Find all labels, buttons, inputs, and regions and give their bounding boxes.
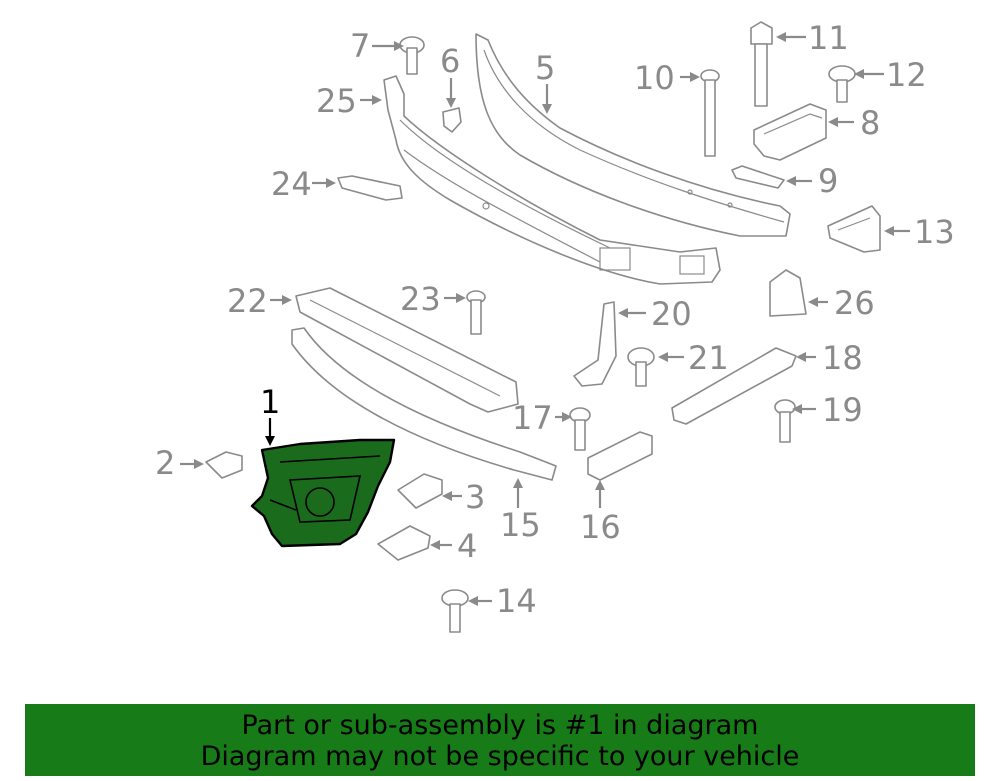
- label-part-7: 7: [350, 27, 370, 65]
- label-part-2: 2: [155, 444, 175, 482]
- part-23-bolt: [466, 290, 486, 335]
- label-part-1: 1: [260, 383, 280, 421]
- label-part-4: 4: [457, 527, 477, 565]
- part-15-strip: [291, 327, 557, 481]
- info-banner: Part or sub-assembly is #1 in diagram Di…: [25, 704, 975, 776]
- part-3-retainer: [397, 473, 443, 509]
- part-9-plate: [731, 165, 785, 189]
- part-8-bracket: [753, 103, 827, 161]
- label-part-11: 11: [808, 19, 849, 57]
- part-24-bracket: [337, 175, 403, 201]
- label-part-20: 20: [651, 295, 692, 333]
- label-part-25: 25: [316, 82, 357, 120]
- part-20-bracket: [573, 301, 617, 387]
- label-part-16: 16: [580, 508, 621, 546]
- part-10-bolt: [700, 69, 720, 157]
- banner-line-1: Part or sub-assembly is #1 in diagram: [241, 710, 759, 741]
- callout-arrow-1: [265, 418, 275, 446]
- part-17-bolt: [569, 407, 591, 451]
- label-part-9: 9: [818, 162, 838, 200]
- part-14-bolt: [441, 589, 469, 633]
- part-26-bracket: [769, 269, 807, 317]
- parts-diagram: 1 2 3 4 5 6 7 8 9 10 11 12 13 14 15 16 1…: [155, 19, 955, 633]
- part-5-upper-beam: [475, 33, 791, 237]
- part-18-rail: [671, 347, 797, 425]
- part-2-clip: [205, 451, 243, 479]
- label-part-10: 10: [634, 59, 675, 97]
- part-number-labels: 1 2 3 4 5 6 7 8 9 10 11 12 13 14 15 16 1…: [155, 19, 955, 620]
- label-part-22: 22: [227, 282, 268, 320]
- banner-line-2: Diagram may not be specific to your vehi…: [200, 741, 800, 772]
- label-part-23: 23: [400, 280, 441, 318]
- part-25-impact-beam: [383, 75, 721, 285]
- part-7-bolt: [399, 36, 425, 75]
- label-part-8: 8: [860, 104, 880, 142]
- part-6-clip: [442, 107, 462, 133]
- label-part-12: 12: [886, 56, 927, 94]
- label-part-5: 5: [535, 49, 555, 87]
- part-21-bolt: [627, 347, 655, 387]
- label-part-14: 14: [496, 582, 537, 620]
- label-part-17: 17: [512, 399, 553, 437]
- part-19-bolt: [774, 399, 796, 443]
- label-part-15: 15: [500, 506, 541, 544]
- label-part-6: 6: [440, 42, 460, 80]
- part-12-bolt: [828, 65, 856, 103]
- label-part-21: 21: [688, 339, 729, 377]
- callout-arrows: [180, 32, 910, 606]
- part-4-plate: [377, 525, 431, 561]
- part-13-bracket: [827, 205, 881, 253]
- label-part-26: 26: [834, 284, 875, 322]
- label-part-19: 19: [822, 391, 863, 429]
- label-part-3: 3: [465, 478, 485, 516]
- label-part-13: 13: [914, 213, 955, 251]
- part-1-highlighted: [250, 438, 396, 548]
- part-11-bolt: [750, 21, 773, 107]
- part-22-absorber: [295, 287, 519, 413]
- label-part-18: 18: [822, 339, 863, 377]
- part-16-block: [587, 431, 653, 481]
- label-part-24: 24: [271, 165, 312, 203]
